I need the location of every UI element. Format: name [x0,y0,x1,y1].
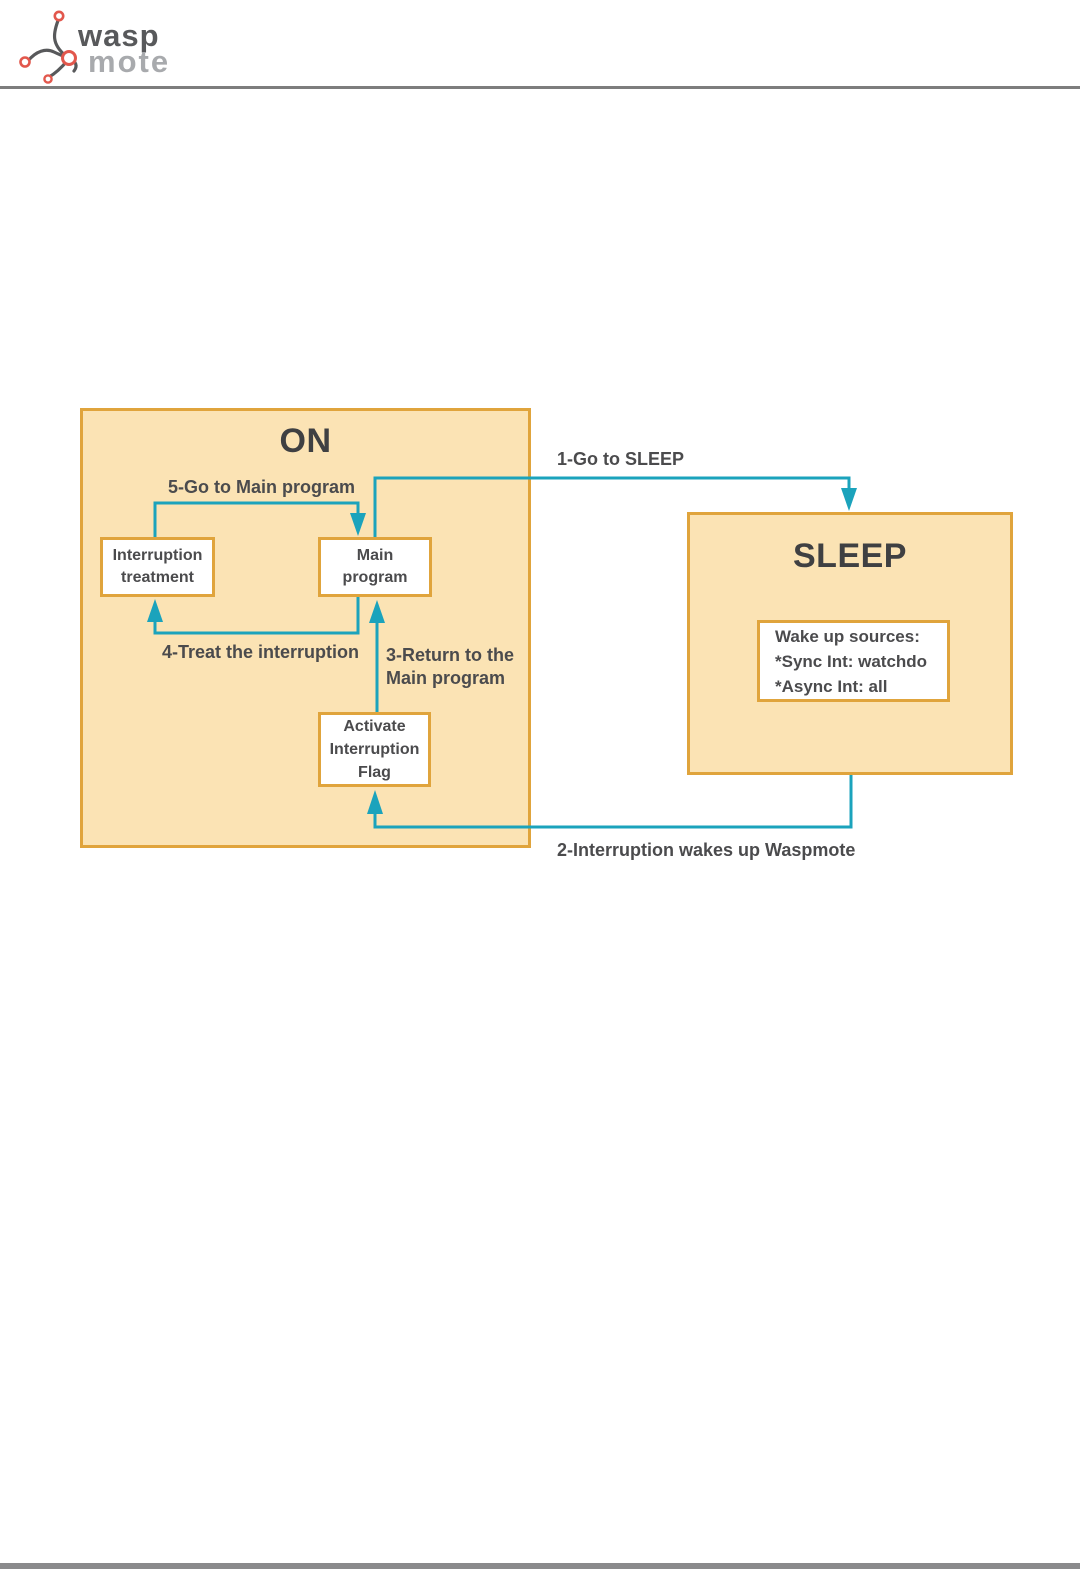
wake-up-line-1: Wake up sources: [775,626,920,646]
logo-branch-graphic [19,10,78,84]
wake-up-sources-node: Wake up sources: *Sync Int: watchdo *Asy… [757,620,950,702]
waspmote-logo: wasp mote [19,10,170,84]
wake-up-line-2: *Sync Int: watchdo [775,651,928,671]
sleep-state-box: SLEEP [687,512,1013,775]
transition-label-5-go-to-main: 5-Go to Main program [168,477,356,497]
footer-divider-rule [0,1563,1080,1569]
activate-flag-line-1: Activate [343,718,406,735]
transition-1-arrowhead [841,488,857,511]
logo-branch-top [53,16,68,58]
interruption-treatment-node: Interruption treatment [100,537,215,597]
interruption-treatment-line-1: Interruption [112,547,203,564]
sleep-state-title: SLEEP [793,537,907,575]
on-state-box: ON [80,408,531,848]
main-program-line-2: program [342,569,408,586]
logo-text-mote: mote [88,44,170,79]
transition-label-2-interruption-wakes: 2-Interruption wakes up Waspmote [557,840,856,860]
logo-node-center [61,50,77,66]
logo-text-wasp: wasp [77,18,160,53]
transition-label-3-return-to-main: 3-Return to the Main program [386,644,514,690]
logo-node-top [53,10,65,22]
logo-node-left [19,56,31,68]
transition-label-1-go-to-sleep: 1-Go to SLEEP [557,449,685,469]
on-state-title: ON [279,422,332,460]
header-divider-rule [0,86,1080,89]
interruption-treatment-line-2: treatment [121,569,194,586]
activate-flag-line-2: Interruption [329,741,420,758]
activate-interruption-flag-node: Activate Interruption Flag [318,712,431,787]
wake-up-line-3: *Async Int: all [775,676,888,696]
main-program-line-1: Main [356,547,394,564]
main-program-node: Main program [318,537,432,597]
logo-node-bottom [43,74,53,84]
transition-label-3-line-2: Main program [386,668,506,688]
transition-label-3-line-1: 3-Return to the [386,645,514,665]
transition-label-4-treat-interruption: 4-Treat the interruption [162,642,360,662]
activate-flag-line-3: Flag [358,764,391,781]
